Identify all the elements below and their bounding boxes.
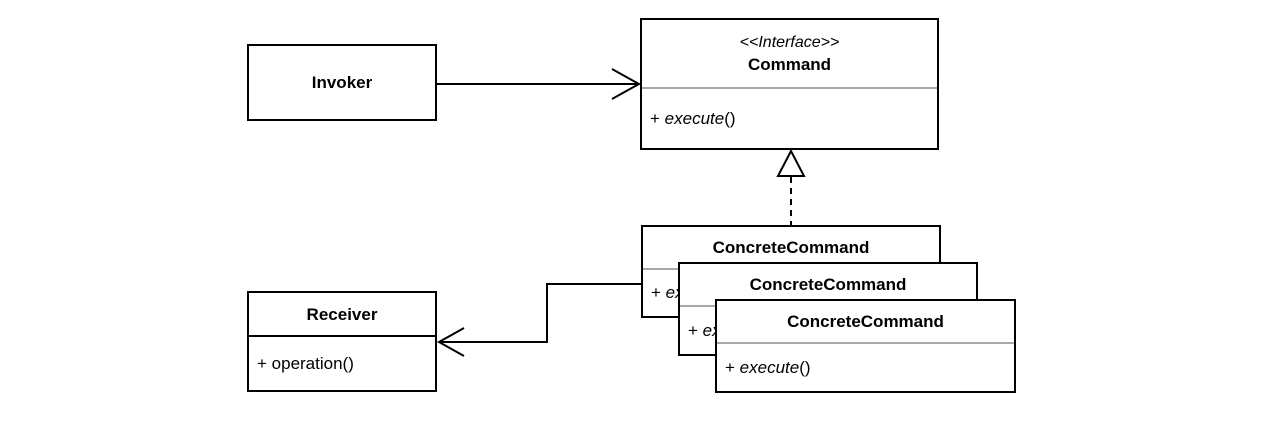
class-name: Command <box>747 54 832 74</box>
method-parens: () <box>342 353 354 373</box>
class-stereotype: <<Interface>> <box>739 33 840 51</box>
class-methods-compartment: + operation() <box>249 337 435 390</box>
class-title-compartment: Receiver <box>249 293 435 337</box>
class-name: ConcreteCommand <box>749 275 907 294</box>
class-name: ConcreteCommand <box>712 238 870 257</box>
class-name: ConcreteCommand <box>787 312 944 331</box>
class-name: Receiver <box>306 304 378 324</box>
class-methods-compartment: + execute() <box>717 344 1014 391</box>
class-box-concretecommand-front: ConcreteCommand + execute() <box>715 299 1016 393</box>
method-visibility: + <box>650 108 665 128</box>
association-invoker-to-command <box>437 68 642 100</box>
class-methods-compartment: + execute() <box>642 89 937 148</box>
class-box-invoker: Invoker <box>247 44 437 121</box>
realization-concretecommand-to-command <box>776 148 806 225</box>
open-arrowhead-icon <box>436 327 465 357</box>
class-name: Invoker <box>311 73 373 92</box>
method-parens: () <box>724 108 736 128</box>
class-box-command: <<Interface>> Command + execute() <box>640 18 939 150</box>
open-arrowhead-icon <box>611 68 642 100</box>
association-concretecommand-to-receiver <box>436 283 641 357</box>
method-name: operation <box>271 353 343 373</box>
class-title-compartment: ConcreteCommand <box>717 301 1014 344</box>
method-visibility: + <box>651 283 666 302</box>
method-name: execute <box>664 108 725 128</box>
method-visibility: + <box>257 353 272 373</box>
method-visibility: + <box>725 357 740 377</box>
class-box-receiver: Receiver + operation() <box>247 291 437 392</box>
method-visibility: + <box>688 320 703 340</box>
class-title-compartment: <<Interface>> Command <box>642 20 937 89</box>
method-parens: () <box>799 357 811 377</box>
class-title-compartment: Invoker <box>249 46 435 119</box>
method-name: execute <box>739 357 800 377</box>
hollow-triangle-arrowhead-icon <box>776 148 806 177</box>
